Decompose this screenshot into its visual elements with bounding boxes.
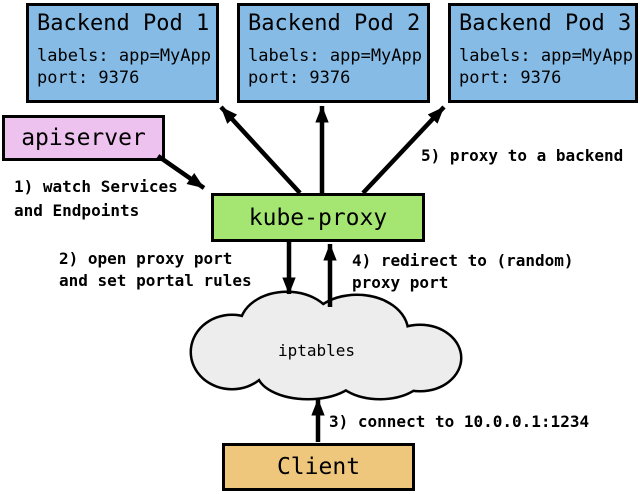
annotation-step1-watch-services: 1) watch Services and Endpoints	[14, 177, 178, 220]
backend-pod-2-port: port: 9376	[248, 68, 351, 88]
apiserver-label: apiserver	[21, 125, 146, 151]
backend-pod-2-box: Backend Pod 2 labels: app=MyApp port: 93…	[237, 3, 430, 103]
client-box: Client	[222, 443, 415, 491]
annotation-step3-connect: 3) connect to 10.0.0.1:1234	[329, 412, 590, 431]
arrow-kube-proxy-to-pod3	[361, 105, 446, 195]
backend-pod-3-title: Backend Pod 3	[459, 11, 632, 36]
kube-proxy-label: kube-proxy	[248, 204, 388, 231]
backend-pod-1-title: Backend Pod 1	[37, 11, 210, 36]
kube-proxy-box: kube-proxy	[211, 193, 425, 242]
client-label: Client	[276, 454, 361, 480]
arrow-apiserver-to-kube-proxy	[156, 154, 206, 190]
annotation-step2-open-proxy-port: 2) open proxy port and set portal rules	[59, 249, 252, 290]
backend-pod-2-title: Backend Pod 2	[248, 11, 421, 36]
annotation-step4-redirect: 4) redirect to (random) proxy port	[352, 251, 574, 292]
apiserver-box: apiserver	[2, 115, 165, 161]
arrow-kube-proxy-to-pod1	[219, 105, 302, 195]
backend-pod-1-box: Backend Pod 1 labels: app=MyApp port: 93…	[26, 3, 219, 103]
backend-pod-3-port: port: 9376	[459, 68, 562, 88]
backend-pod-3-box: Backend Pod 3 labels: app=MyApp port: 93…	[448, 3, 638, 103]
backend-pod-1-port: port: 9376	[37, 68, 140, 88]
iptables-cloud	[189, 290, 463, 401]
backend-pod-3-labels: labels: app=MyApp	[459, 46, 633, 66]
backend-pod-1-labels: labels: app=MyApp	[37, 46, 211, 66]
annotation-step5-proxy-backend: 5) proxy to a backend	[421, 146, 624, 165]
backend-pod-2-labels: labels: app=MyApp	[248, 46, 422, 66]
iptables-cloud-label: iptables	[278, 341, 356, 360]
